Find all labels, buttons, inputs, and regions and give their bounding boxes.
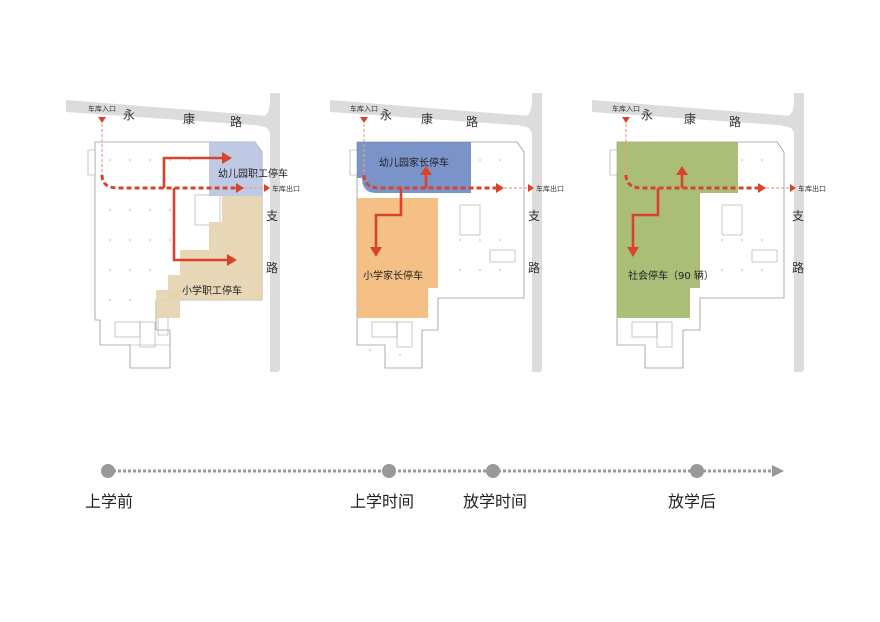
exit-label: 车库出口 <box>536 185 564 193</box>
timeline-dot-school-dismissal <box>486 464 500 478</box>
side-road-char: 支 <box>266 209 279 223</box>
timeline-arrowhead <box>772 465 784 477</box>
side-road-char: 路 <box>528 261 541 275</box>
main-road-char: 康 <box>421 112 434 126</box>
main-road-char: 路 <box>230 115 243 129</box>
timeline-label-school-arrival: 上学时间 <box>350 492 415 511</box>
main-road-char: 永 <box>123 108 136 122</box>
timeline-dot-before-school <box>101 464 115 478</box>
exit-label: 车库出口 <box>272 185 300 193</box>
zone-label-primary-staff: 小学职工停车 <box>182 286 242 297</box>
side-road-char: 支 <box>792 209 805 223</box>
timeline-label-after-school: 放学后 <box>668 492 717 511</box>
main-road-char: 康 <box>684 112 697 126</box>
entrance-label: 车库入口 <box>88 105 116 113</box>
entrance-label: 车库入口 <box>350 105 378 113</box>
main-road-char: 永 <box>641 108 654 122</box>
exit-label: 车库出口 <box>798 185 826 193</box>
zone-label-kindergarten-parents: 幼儿园家长停车 <box>379 158 449 169</box>
zone-label-kindergarten-staff: 幼儿园职工停车 <box>218 169 288 180</box>
zone-label-primary-parents: 小学家长停车 <box>363 271 423 282</box>
main-road-char: 路 <box>729 115 742 129</box>
side-road-char: 路 <box>792 261 805 275</box>
zone-label-public-parking: 社会停车（90 辆） <box>628 271 714 282</box>
timeline-label-before-school: 上学前 <box>85 492 134 511</box>
entrance-label: 车库入口 <box>612 105 640 113</box>
timeline-dot-after-school <box>690 464 704 478</box>
timeline-dot-school-arrival <box>382 464 396 478</box>
side-road-char: 支 <box>528 209 541 223</box>
main-road-char: 康 <box>183 112 196 126</box>
main-road-char: 永 <box>380 108 393 122</box>
main-road-char: 路 <box>466 115 479 129</box>
side-road-char: 路 <box>266 261 279 275</box>
timeline-label-school-dismissal: 放学时间 <box>463 492 528 511</box>
